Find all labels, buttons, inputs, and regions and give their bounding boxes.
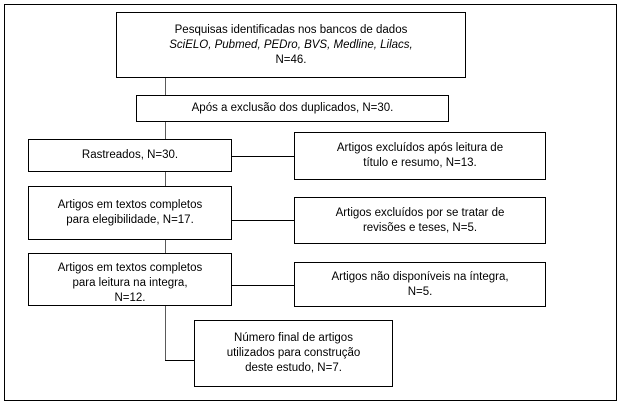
node-excluded-reviews-theses-line-2: revisões e teses, N=5. xyxy=(362,221,478,234)
node-records-identified-line-3: N=46. xyxy=(275,53,307,66)
node-full-text-eligibility-line-1: Artigos em textos completos xyxy=(57,199,203,211)
connector-screened-to-eligibility xyxy=(165,172,166,186)
node-excluded-reviews-theses-line-1: Artigos excluídos por se tratar de xyxy=(335,206,505,219)
node-final-included-studies: Número final de artigos utilizados para … xyxy=(194,320,393,387)
node-excluded-title-abstract: Artigos excluídos após leitura de título… xyxy=(294,132,546,180)
node-not-available-full-text: Artigos não disponíveis na íntegra, N=5. xyxy=(294,262,546,307)
connector-elbow-to-final xyxy=(165,360,195,361)
connector-eligibility-to-excluded-reviews xyxy=(231,220,295,221)
node-full-text-reading: Artigos em textos completos para leitura… xyxy=(28,253,232,306)
node-final-included-studies-line-1: Número final de artigos xyxy=(234,332,353,344)
node-records-screened: Rastreados, N=30. xyxy=(28,139,232,172)
node-not-available-full-text-line-1: Artigos não disponíveis na íntegra, xyxy=(331,270,509,283)
node-full-text-reading-line-1: Artigos em textos completos xyxy=(57,262,203,274)
node-records-identified: Pesquisas identificadas nos bancos de da… xyxy=(116,12,466,78)
node-records-identified-line-2: SciELO, Pubmed, PEDro, BVS, Medline, Lil… xyxy=(169,38,413,51)
diagram-outer-border xyxy=(4,4,617,401)
connector-identified-to-after-duplicates xyxy=(165,78,166,96)
node-after-duplicates-removed-line-1: Após a exclusão dos duplicados, N=30. xyxy=(191,102,394,114)
node-excluded-title-abstract-line-2: título e resumo, N=13. xyxy=(363,157,477,169)
node-after-duplicates-removed: Após a exclusão dos duplicados, N=30. xyxy=(136,95,449,122)
node-excluded-title-abstract-line-1: Artigos excluídos após leitura de xyxy=(336,142,504,154)
node-full-text-reading-line-2: para leitura na integra, xyxy=(72,277,188,289)
node-full-text-eligibility: Artigos em textos completos para elegibi… xyxy=(28,186,232,240)
node-final-included-studies-line-3: deste estudo, N=7. xyxy=(245,362,342,374)
node-records-identified-line-1: Pesquisas identificadas nos bancos de da… xyxy=(174,23,408,36)
connector-after-duplicates-to-screened xyxy=(165,122,166,139)
node-excluded-reviews-theses: Artigos excluídos por se tratar de revis… xyxy=(294,197,546,244)
connector-reading-to-not-available xyxy=(231,285,295,286)
node-full-text-eligibility-line-2: para elegibilidade, N=17. xyxy=(66,214,194,226)
connector-eligibility-to-reading xyxy=(165,240,166,253)
node-full-text-reading-line-3: N=12. xyxy=(114,292,146,304)
connector-reading-to-final xyxy=(165,305,166,361)
node-final-included-studies-line-2: utilizados para construção xyxy=(226,347,361,359)
node-not-available-full-text-line-2: N=5. xyxy=(407,285,433,298)
node-records-screened-line-1: Rastreados, N=30. xyxy=(81,149,179,161)
connector-screened-to-excluded-title-abstract xyxy=(231,156,295,157)
